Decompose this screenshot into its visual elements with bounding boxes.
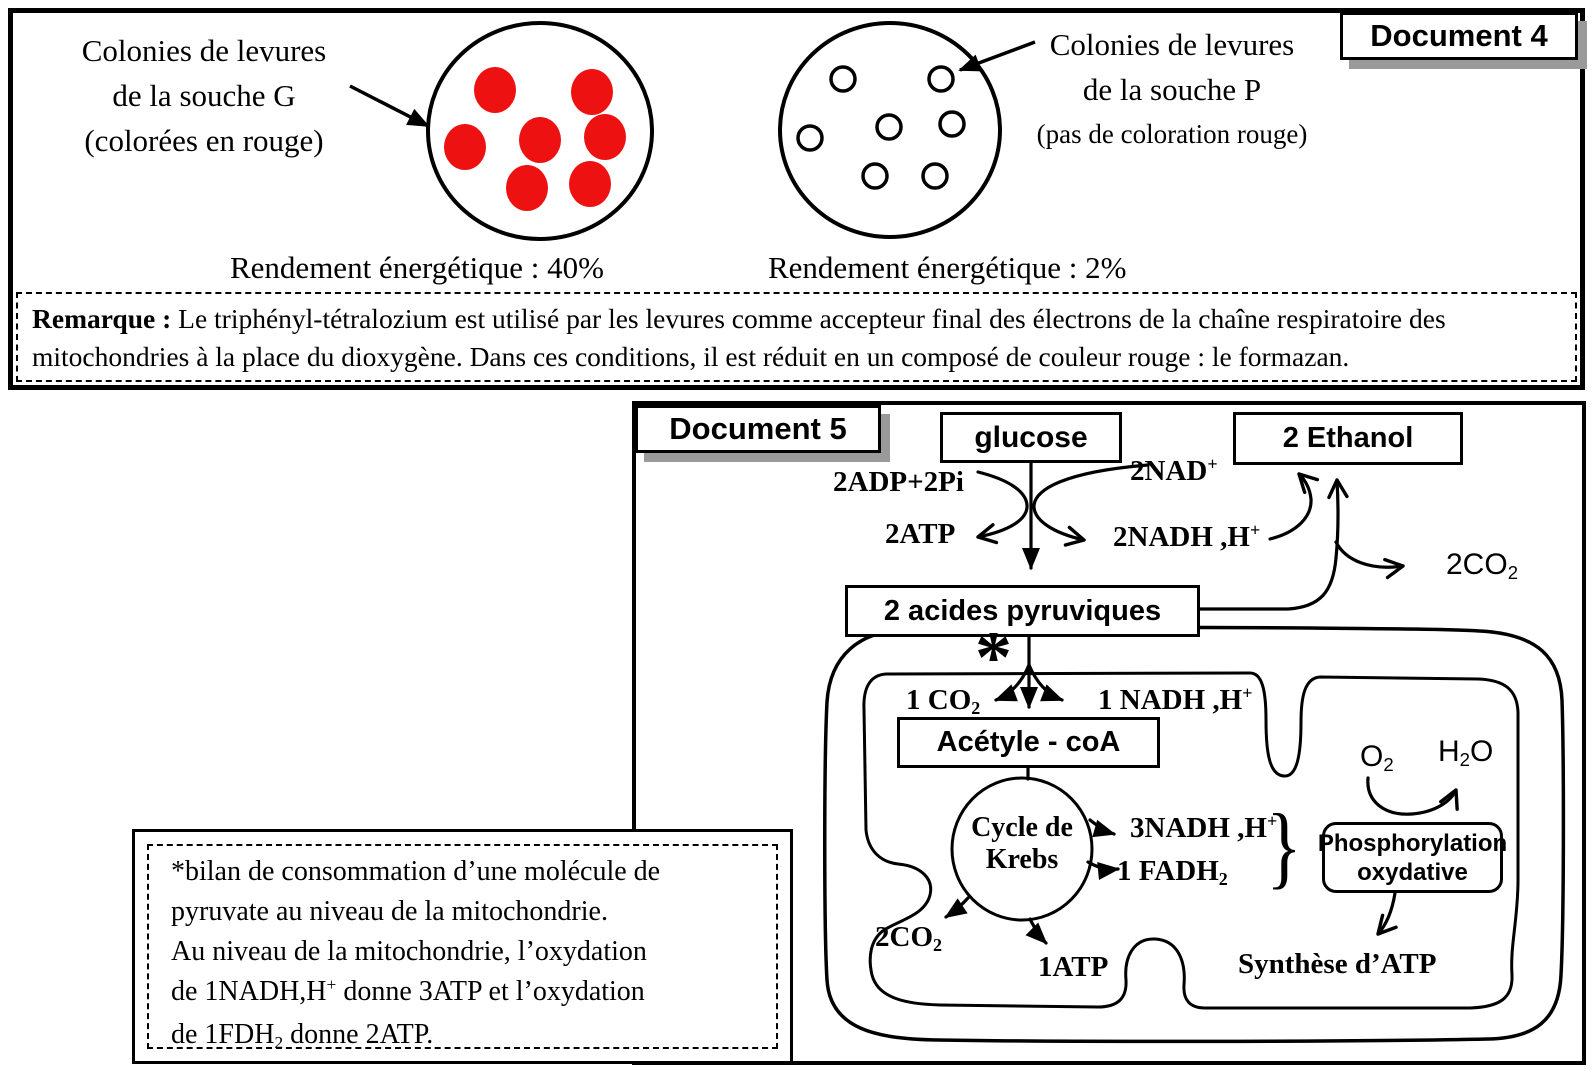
nad-label: 2NAD+	[1130, 454, 1218, 487]
pointer-arrow-strain-g	[349, 84, 430, 128]
note-line4: de 1NADH,H+ donne 3ATP et l’oxydation	[171, 975, 645, 1007]
acetyl-coa-box: Acétyle - coA	[897, 717, 1160, 768]
fadh-label: 1 FADH2	[1117, 855, 1228, 890]
remark-text: Le triphényl-tétralozium est utilisé par…	[32, 303, 1446, 372]
phosphorylation-text-line2: oxydative	[1357, 858, 1468, 886]
note-line2: pyruvate au niveau de la mitochondrie.	[171, 896, 608, 927]
pyruvate-text: 2 acides pyruviques	[883, 594, 1162, 627]
caption-strain-p: Colonies de levures de la souche P (pas …	[1022, 22, 1322, 157]
nadh-reoxidation-curve	[1268, 472, 1320, 541]
nadh-glycolysis-label: 2NADH ,H+	[1113, 520, 1261, 553]
pointer-arrow-strain-p	[958, 40, 1036, 72]
fermentation-to-ethanol-arrow	[1198, 478, 1349, 611]
pyruvate-box: 2 acides pyruviques	[845, 585, 1200, 637]
co2-fermentation-label: 2CO2	[1446, 548, 1519, 584]
note-box: *bilan de consommation d’une molécule de…	[132, 829, 793, 1064]
caption-strain-p-line3: (pas de coloration rouge)	[1036, 119, 1308, 149]
pdh-co2-branch	[994, 663, 1031, 702]
note-line5: de 1FDH2 donne 2ATP.	[171, 1019, 434, 1052]
remark-box: Remarque : Le triphényl-tétralozium est …	[16, 292, 1577, 382]
nadh-krebs-label: 3NADH ,H+	[1130, 811, 1278, 844]
o2-label: O2	[1360, 740, 1394, 776]
note-text: *bilan de consommation d’une molécule de…	[147, 844, 778, 1052]
atp-krebs-label: 1ATP	[1038, 951, 1109, 983]
caption-strain-g-line2: de la souche G	[112, 78, 296, 113]
yield-strain-g: Rendement énergétique : 40%	[230, 250, 604, 285]
nad-to-nadh-curve	[1032, 463, 1150, 547]
co2-krebs-label: 2CO2	[875, 921, 942, 956]
ethanol-box: 2 Ethanol	[1233, 412, 1463, 465]
brace-glyph: }	[1266, 795, 1302, 897]
glucose-box: glucose	[940, 412, 1122, 463]
document4-label: Document 4	[1340, 12, 1578, 60]
red-colonies	[444, 67, 626, 211]
caption-strain-p-line1: Colonies de levures	[1049, 27, 1295, 62]
phosphorylation-box: Phosphorylation oxydative	[1318, 822, 1507, 893]
pdh-nadh-branch	[1027, 663, 1064, 702]
fermentation-co2-branch	[1334, 540, 1405, 580]
mitochondrion-outer-membrane	[823, 625, 1566, 1044]
caption-strain-p-line2: de la souche P	[1082, 72, 1262, 107]
petri-dish-strain-p	[778, 21, 1002, 239]
document4-panel	[8, 8, 1585, 390]
synthese-atp-label: Synthèse d’ATP	[1238, 948, 1437, 980]
krebs-to-atp-arrow	[1025, 917, 1048, 945]
caption-strain-g-line3: (colorées en rouge)	[84, 123, 324, 158]
asterisk-marker: *	[975, 617, 1012, 699]
note-line1: *bilan de consommation d’une molécule de	[171, 856, 661, 887]
remark-title: Remarque :	[32, 303, 172, 334]
caption-strain-g: Colonies de levures de la souche G (colo…	[58, 28, 350, 163]
co2-pdh-label: 1 CO2	[906, 684, 981, 719]
krebs-to-co2-arrow	[944, 896, 970, 919]
white-colonies	[796, 65, 966, 190]
krebs-to-fadh-arrow	[1086, 860, 1120, 880]
o2-to-h2o-arrow	[1366, 776, 1459, 816]
phospho-to-synthese-arrow	[1376, 891, 1398, 936]
krebs-to-nadh-arrow	[1088, 818, 1116, 838]
nadh-pdh-label: 1 NADH ,H+	[1098, 683, 1253, 716]
caption-strain-g-line1: Colonies de levures	[81, 33, 327, 68]
h2o-label: H2O	[1438, 735, 1494, 771]
yield-strain-p: Rendement énergétique : 2%	[768, 250, 1127, 285]
phosphorylation-text-line1: Phosphorylation	[1317, 829, 1508, 857]
mitochondrion	[823, 625, 1566, 1044]
atp-glycolysis-label: 2ATP	[885, 518, 956, 550]
note-line3: Au niveau de la mitochondrie, l’oxydatio…	[171, 936, 647, 967]
pathway-arrows	[944, 461, 1459, 945]
glucose-text: glucose	[974, 420, 1088, 454]
ethanol-text: 2 Ethanol	[1282, 422, 1414, 454]
adp-label: 2ADP+2Pi	[833, 466, 964, 498]
krebs-cycle-circle	[950, 776, 1094, 922]
document5-label-text: Document 5	[669, 411, 847, 446]
document5-panel	[632, 401, 1586, 1065]
acetyl-coa-text: Acétyle - coA	[936, 726, 1121, 758]
petri-dish-strain-g	[426, 21, 654, 241]
document4-label-text: Document 4	[1370, 18, 1548, 53]
krebs-cycle-label: Cycle de Krebs	[971, 812, 1073, 875]
document5-label: Document 5	[635, 405, 881, 453]
adp-to-atp-curve	[976, 470, 1029, 545]
mitochondrion-inner-membrane	[862, 671, 1520, 1010]
